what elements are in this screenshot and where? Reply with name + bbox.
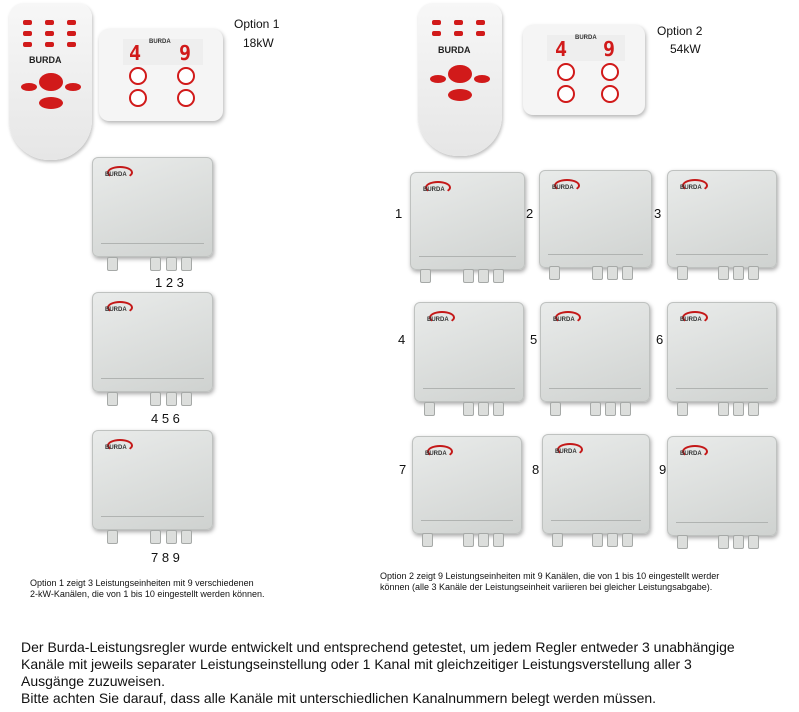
power-unit-box: BURDA [92,157,213,257]
power-unit-box: BURDA [540,302,650,402]
panel-brand: BURDA [575,35,597,41]
power-unit-box: BURDA [414,302,524,402]
control-panel-option1: 4 9 BURDA [99,29,223,121]
power-unit-box: BURDA [92,430,213,530]
power-unit-box: BURDA [92,292,213,392]
option2-title: Option 2 [657,24,703,38]
unit-number: 6 [656,332,664,347]
option1-power: 18kW [243,36,274,50]
option2-caption: Option 2 zeigt 9 Leistungseinheiten mit … [380,571,720,592]
unit-number: 8 [532,462,540,477]
option1-title: Option 1 [234,17,280,31]
display-left: 4 [129,41,142,65]
unit-number: 4 [398,332,406,347]
power-unit-box: BURDA [667,302,777,402]
display-left: 4 [555,37,568,61]
power-unit-box: BURDA [542,434,650,534]
unit-number: 2 [526,206,534,221]
remote-brand: BURDA [438,45,471,55]
channel-group-7-9: 7 8 9 [151,550,180,565]
display-right: 9 [603,37,616,61]
power-unit-box: BURDA [667,436,777,536]
unit-number: 5 [530,332,538,347]
option2-power: 54kW [670,42,701,56]
channel-group-1-3: 1 2 3 [155,275,184,290]
remote-control-option1: BURDA [9,3,92,160]
description-line: Bitte achten Sie darauf, dass alle Kanäl… [21,690,657,706]
unit-number: 9 [659,462,667,477]
unit-number: 3 [654,206,662,221]
channel-group-4-6: 4 5 6 [151,411,180,426]
remote-control-option2: BURDA [418,3,502,156]
description-line: Kanäle mit jeweils separater Leistungsei… [21,656,692,672]
power-unit-box: BURDA [412,436,522,534]
description-paragraph: Der Burda-Leistungsregler wurde entwicke… [21,639,796,707]
panel-brand: BURDA [149,39,171,45]
description-line: Ausgänge zuzuweisen. [21,673,165,689]
option1-caption: Option 1 zeigt 3 Leistungseinheiten mit … [30,578,265,599]
control-panel-option2: 4 9 BURDA [523,25,645,115]
remote-brand: BURDA [29,55,62,65]
power-unit-box: BURDA [667,170,777,268]
unit-number: 7 [399,462,407,477]
unit-number: 1 [395,206,403,221]
display-right: 9 [179,41,192,65]
power-unit-box: BURDA [410,172,525,270]
power-unit-box: BURDA [539,170,652,268]
description-line: Der Burda-Leistungsregler wurde entwicke… [21,639,735,655]
